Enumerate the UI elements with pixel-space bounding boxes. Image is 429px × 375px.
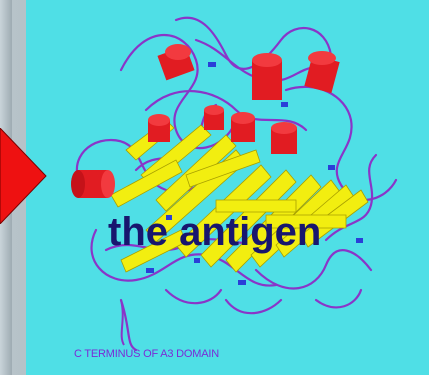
helix-top-2 bbox=[252, 53, 282, 100]
red-arrow-icon bbox=[0, 128, 48, 224]
helix-mid-1 bbox=[148, 114, 170, 142]
helix-left bbox=[71, 170, 115, 198]
protein-structure-image bbox=[26, 0, 429, 375]
protein-panel: the antigen C TERMINUS OF A3 DOMAIN bbox=[26, 0, 429, 375]
helix-right bbox=[204, 105, 224, 130]
domain-caption: C TERMINUS OF A3 DOMAIN bbox=[74, 348, 219, 360]
helix-top-3 bbox=[304, 51, 339, 93]
coil-loops bbox=[77, 18, 396, 350]
helix-mid-2 bbox=[231, 112, 255, 142]
helix-top-1 bbox=[157, 44, 194, 80]
helix-mid-3 bbox=[271, 122, 297, 154]
antigen-label: the antigen bbox=[108, 208, 321, 256]
